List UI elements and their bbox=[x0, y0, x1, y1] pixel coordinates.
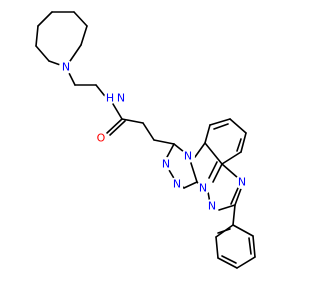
nitrogen-atom-triazole-2b: N bbox=[208, 200, 216, 213]
chemical-structure-diagram: N N H O N N N N N N bbox=[35, 11, 256, 269]
bond bbox=[73, 11, 88, 27]
bond bbox=[106, 118, 123, 134]
nitrogen-atom-fused-1: N bbox=[184, 150, 192, 163]
bond bbox=[189, 159, 198, 183]
atom-labels: N N H O N N N N N N bbox=[59, 60, 249, 213]
bond bbox=[217, 228, 231, 234]
bond bbox=[213, 123, 229, 130]
bond bbox=[112, 103, 123, 120]
bond bbox=[212, 163, 223, 183]
bond bbox=[218, 204, 236, 211]
bond bbox=[236, 138, 242, 152]
bond bbox=[204, 142, 223, 165]
bond bbox=[142, 122, 155, 141]
bond bbox=[121, 118, 144, 124]
bond bbox=[208, 161, 218, 179]
bond bbox=[221, 255, 237, 264]
bond bbox=[248, 237, 252, 255]
oxygen-atom-carbonyl: O bbox=[97, 132, 106, 145]
bond bbox=[109, 120, 126, 136]
bond bbox=[232, 224, 254, 237]
bond bbox=[217, 257, 238, 269]
nitrogen-atom-triazole-2a: N bbox=[238, 176, 246, 189]
nitrogen-atom-triazole-1b: N bbox=[173, 178, 181, 191]
bond bbox=[194, 142, 206, 158]
bond bbox=[236, 256, 256, 269]
bond bbox=[183, 181, 198, 189]
bond bbox=[80, 25, 88, 46]
nitrogen-atom-triazole-1a: N bbox=[162, 158, 170, 171]
nitrogen-atom-azepane: N bbox=[62, 61, 70, 74]
bond bbox=[234, 185, 243, 206]
bond bbox=[221, 151, 242, 165]
bond bbox=[240, 132, 247, 153]
bond bbox=[35, 45, 50, 62]
bond bbox=[153, 139, 175, 145]
bond bbox=[209, 118, 231, 126]
bond bbox=[221, 163, 239, 179]
bond bbox=[165, 143, 175, 160]
nitrogen-atom-amide: N bbox=[117, 92, 125, 105]
bond bbox=[232, 204, 236, 226]
bond bbox=[204, 124, 211, 144]
bond bbox=[37, 11, 53, 27]
bond bbox=[252, 235, 256, 258]
bond bbox=[230, 187, 239, 205]
bond bbox=[173, 143, 185, 153]
bond bbox=[229, 118, 247, 134]
hydrogen-atom-amide: H bbox=[106, 92, 114, 105]
bond-lines bbox=[35, 11, 256, 269]
bond bbox=[35, 25, 39, 47]
bond bbox=[215, 236, 219, 259]
nitrogen-atom-fused-2: N bbox=[199, 182, 207, 195]
